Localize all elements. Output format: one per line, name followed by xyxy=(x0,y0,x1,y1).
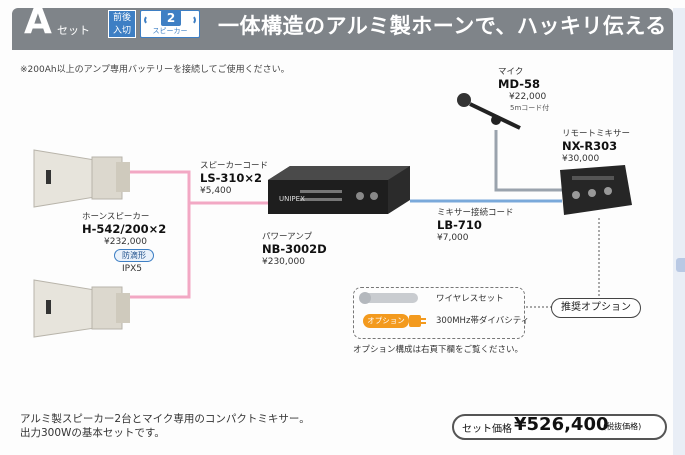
wireless-set-label: ワイヤレスセット xyxy=(436,294,504,304)
badge-front-bottom: 入切 xyxy=(112,26,131,36)
speaker-cord-price: ¥5,400 xyxy=(200,186,232,196)
option-badge: オプション xyxy=(363,314,409,328)
power-amp-illustration xyxy=(268,166,410,214)
recommended-option-bubble: 推奨オプション xyxy=(551,298,641,318)
option-link xyxy=(525,218,600,308)
speaker-badge-label: スピーカー xyxy=(152,27,188,35)
amp-brand: UNIPEX xyxy=(279,195,305,203)
set-word: セット xyxy=(57,24,90,37)
speaker-logo-icon xyxy=(46,170,51,184)
amp-model: NB-3002D xyxy=(262,242,327,256)
speaker-cord-category: スピーカーコード xyxy=(200,161,269,171)
amp-price: ¥230,000 xyxy=(262,257,305,267)
badge-front-top: 前後 xyxy=(112,13,131,23)
set-price-label: セット価格 xyxy=(462,424,512,435)
mixer-cable-price: ¥7,000 xyxy=(437,233,469,243)
horn-speaker-bottom xyxy=(33,279,130,338)
speaker-logo-icon xyxy=(46,300,51,314)
tax-note: (税抜価格) xyxy=(603,422,642,431)
speaker-model: H-542/200×2 xyxy=(82,222,167,236)
speaker-cable xyxy=(128,170,191,299)
speaker-count: 2 xyxy=(161,10,181,26)
two-speaker-badge: 2 スピーカー xyxy=(140,10,200,38)
description-line-1: アルミ製スピーカー2台とマイク専用のコンパクトミキサー。 xyxy=(20,413,310,425)
ip-rating: IPX5 xyxy=(122,264,142,274)
mic-cable xyxy=(494,130,562,192)
sound-wave-right-icon xyxy=(186,15,196,25)
diversity-label: 300MHz帯ダイバシティ xyxy=(436,316,530,326)
mic-category: マイク xyxy=(498,67,524,77)
description-line-2: 出力300Wの基本セットです。 xyxy=(20,427,165,439)
page-title: 一体構造のアルミ製ホーンで、ハッキリ伝える xyxy=(218,14,667,38)
weatherproof-badge: 防滴形 xyxy=(114,249,154,262)
mic-price: ¥22,000 xyxy=(509,92,547,102)
mixer-cable-model: LB-710 xyxy=(437,218,482,232)
remote-mixer-illustration xyxy=(560,165,632,215)
option-caption: オプション構成は右頁下欄をご覧ください。 xyxy=(353,345,524,355)
speaker-category: ホーンスピーカー xyxy=(82,212,150,222)
wireless-mic-icon xyxy=(359,292,418,304)
option-box xyxy=(353,287,525,339)
set-description: アルミ製スピーカー2台とマイク専用のコンパクトミキサー。 出力300Wの基本セッ… xyxy=(20,412,310,440)
set-price-value: ¥526,400 xyxy=(514,414,609,435)
mixer-model: NX-R303 xyxy=(562,139,618,153)
speaker-cord-model: LS-310×2 xyxy=(200,171,263,185)
set-letter: A xyxy=(24,1,52,42)
speaker-price: ¥232,000 xyxy=(104,237,147,247)
battery-note: ※200Ah以上のアンプ専用バッテリーを接続してご使用ください。 xyxy=(20,65,290,75)
mic-model: MD-58 xyxy=(498,77,540,91)
mixer-category: リモートミキサー xyxy=(562,129,631,139)
horn-speaker-top xyxy=(33,149,130,208)
plug-icon xyxy=(409,315,426,327)
microphone-illustration xyxy=(457,93,521,130)
page-index-tab xyxy=(676,258,685,272)
amp-category: パワーアンプ xyxy=(262,232,313,242)
sound-wave-left-icon xyxy=(144,15,154,25)
mixer-cable-category: ミキサー接続コード xyxy=(437,208,514,218)
mic-cord-note: 5mコード付 xyxy=(510,104,550,112)
mixer-price: ¥30,000 xyxy=(562,154,600,164)
set-price-pill xyxy=(452,414,667,440)
page-edge xyxy=(673,8,685,455)
front-rear-switch-badge: 前後 入切 xyxy=(108,10,136,38)
